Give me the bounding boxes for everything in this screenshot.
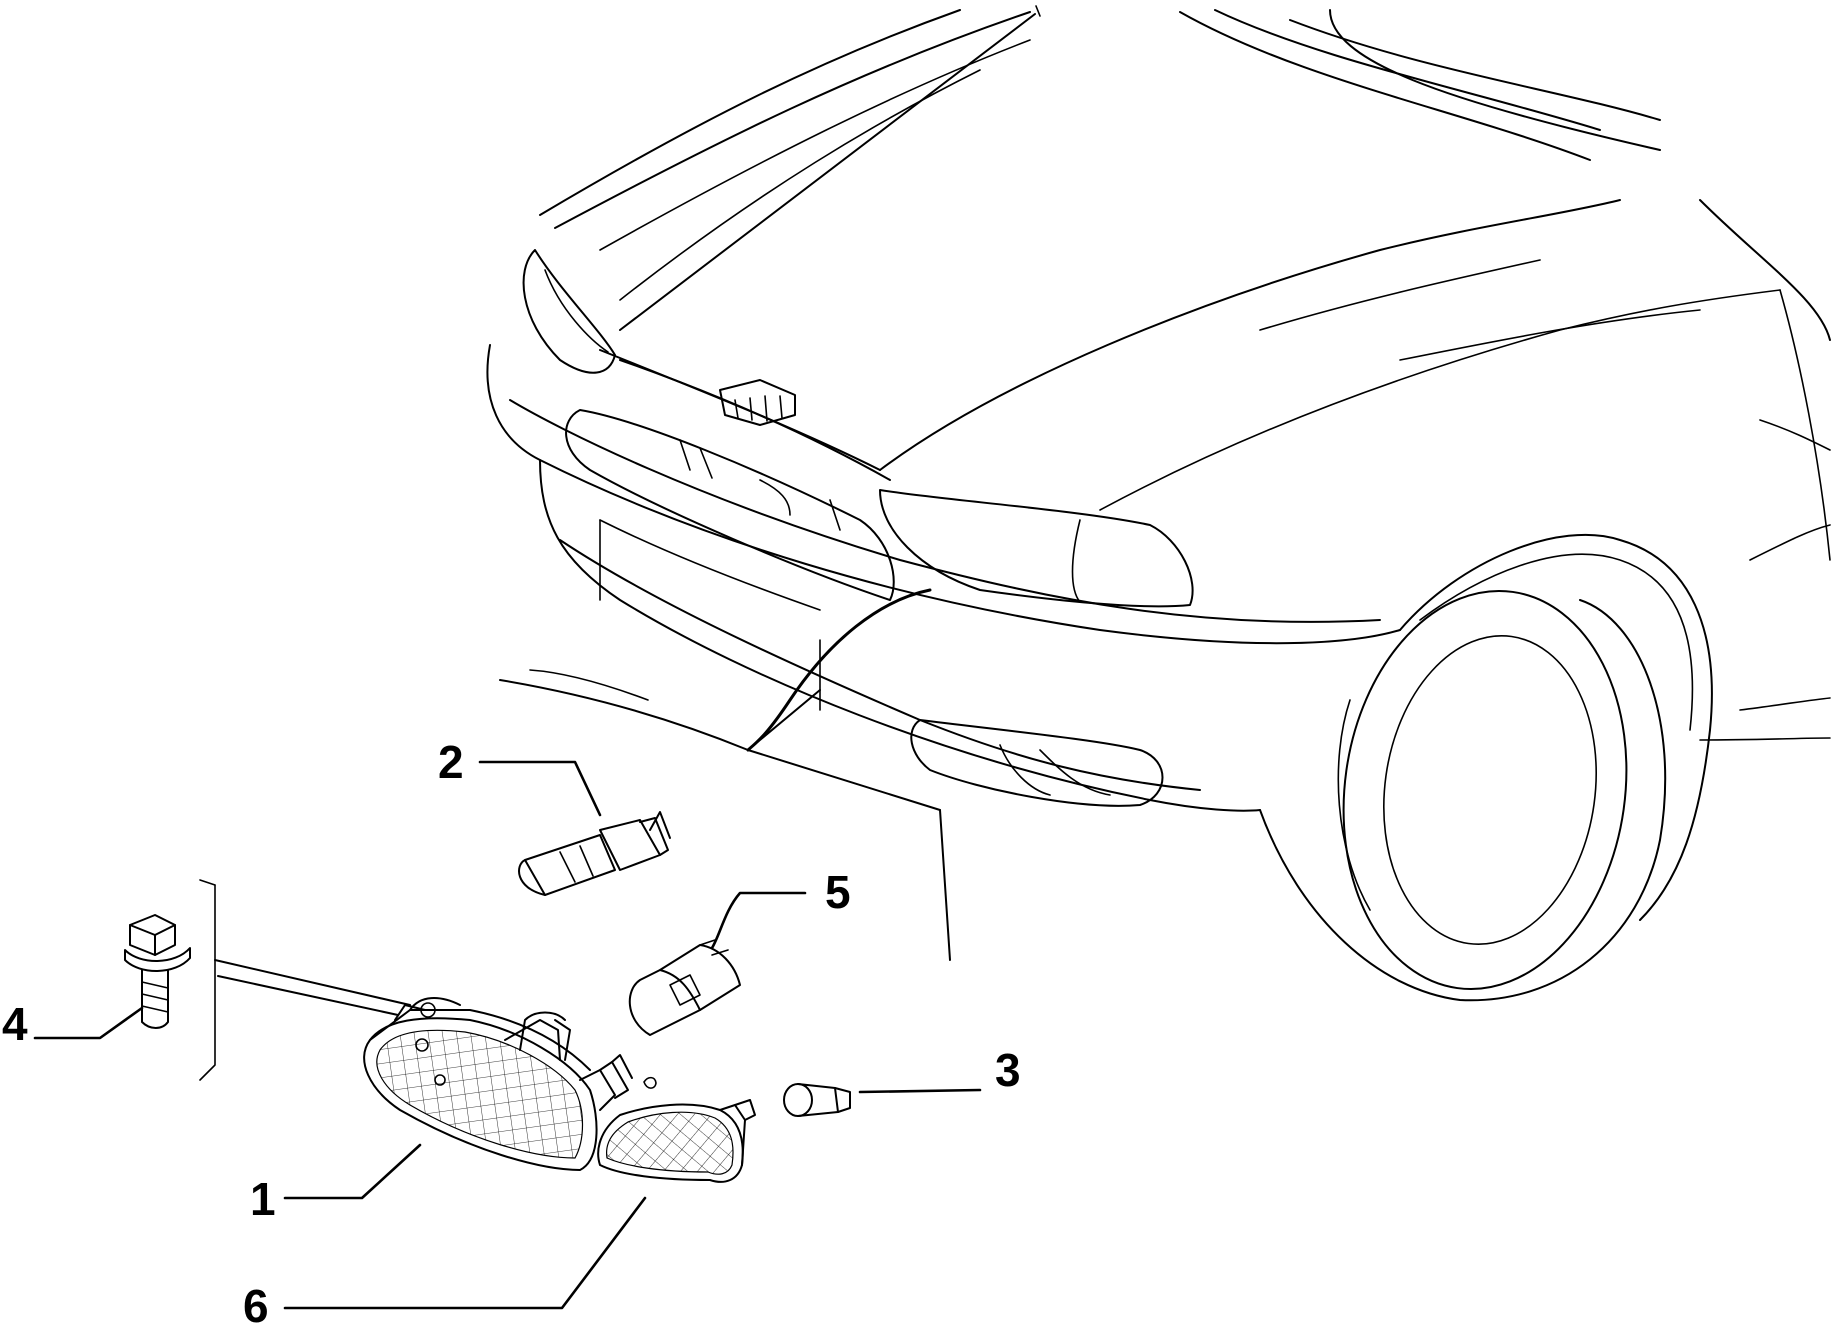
leader-line-1 [283, 1143, 422, 1200]
callout-numbers: 1 2 3 4 5 6 [2, 736, 1021, 1323]
halogen-bulb-part-2 [518, 811, 671, 896]
callout-3: 3 [995, 1044, 1021, 1096]
indicator-bulb-part-5 [628, 939, 741, 1036]
callout-4: 4 [2, 998, 28, 1050]
car-body-outline [486, 5, 1831, 1002]
screw-part-4 [124, 879, 216, 1081]
callout-1: 1 [250, 1173, 276, 1225]
callout-2: 2 [438, 736, 464, 788]
callout-6: 6 [243, 1280, 269, 1323]
indicator-lens-part-6 [597, 1076, 756, 1183]
leader-line-4 [33, 1006, 144, 1040]
side-bulb-part-3 [783, 1083, 851, 1117]
leader-line-2 [478, 760, 602, 817]
leader-line-3 [858, 1088, 982, 1094]
leader-line-5 [710, 891, 807, 950]
callout-5: 5 [825, 866, 851, 918]
headlamp-assembly-part-1 [363, 997, 633, 1171]
leader-line-6 [283, 1196, 647, 1310]
leader-lines [33, 760, 982, 1310]
